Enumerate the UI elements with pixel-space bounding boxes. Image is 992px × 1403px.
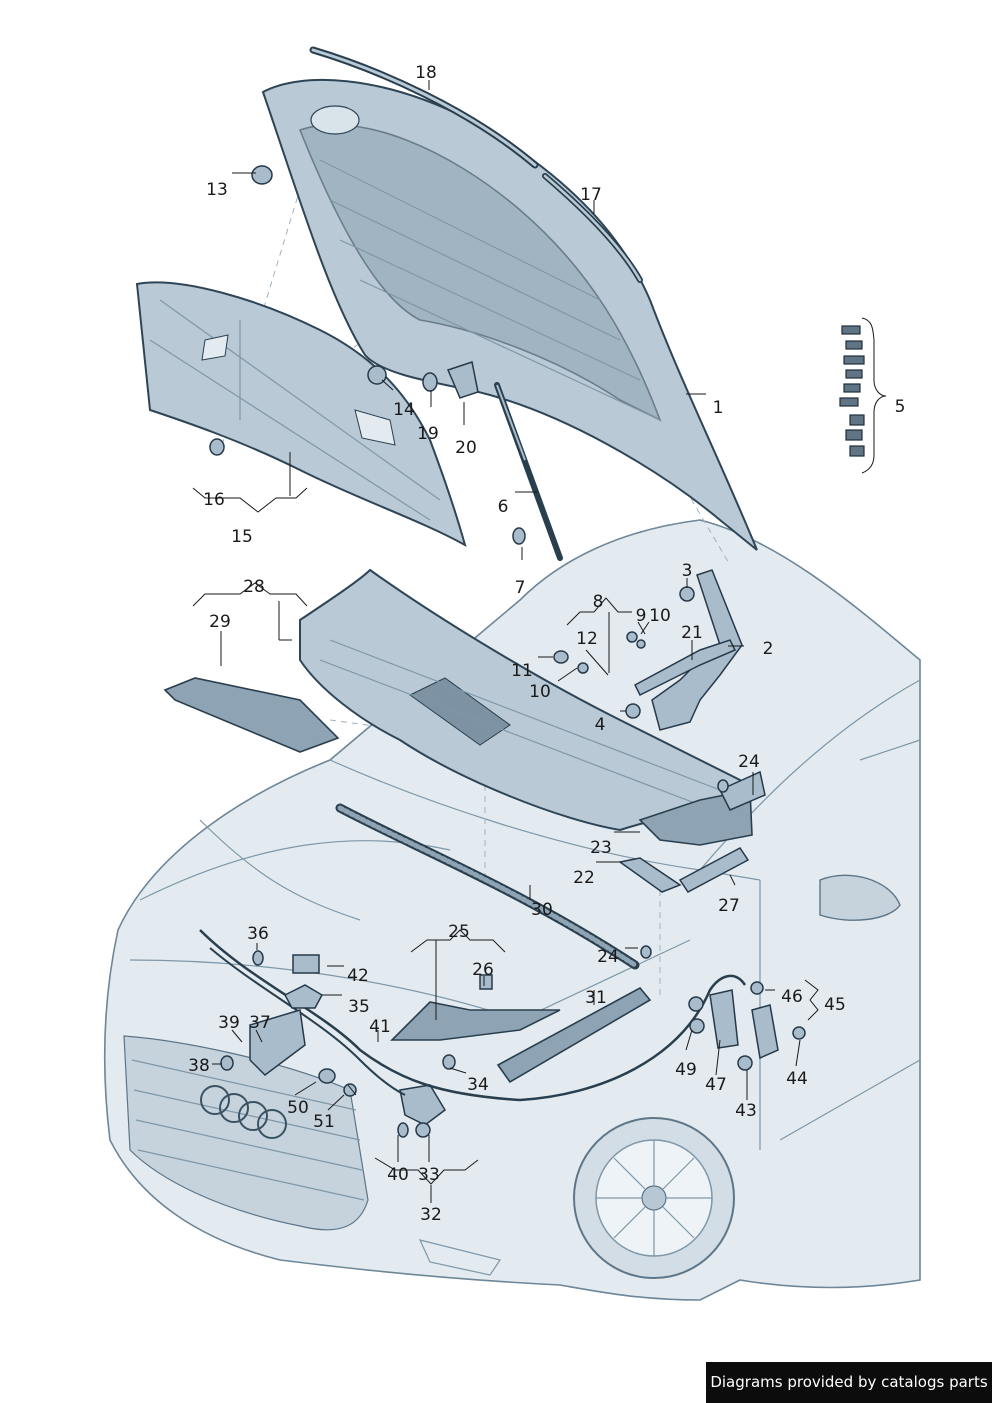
fasteners (209, 165, 865, 1138)
hinge-arm (634, 639, 737, 697)
callout-18: 18 (415, 63, 437, 83)
hood-panel (261, 78, 758, 551)
callout-33: 33 (418, 1165, 440, 1185)
gas-strut-rod (496, 384, 526, 461)
callout-29: 29 (209, 612, 231, 632)
callout-22: 22 (573, 868, 595, 888)
callout-9: 9 (636, 606, 647, 626)
callout-2: 2 (763, 639, 774, 659)
car-body (103, 519, 921, 1301)
actuator-35 (283, 984, 324, 1009)
cover-29 (163, 677, 340, 753)
callout-4: 4 (595, 715, 606, 735)
callout-38: 38 (188, 1056, 210, 1076)
callout-51: 51 (313, 1112, 335, 1132)
callout-46: 46 (781, 987, 803, 1007)
callout-30: 30 (531, 900, 553, 920)
callout-50: 50 (287, 1098, 309, 1118)
release-lever (249, 1009, 306, 1076)
callout-20: 20 (455, 438, 477, 458)
callout-25: 25 (448, 922, 470, 942)
callout-labels: 18 17 13 1 5 14 19 20 16 15 6 7 3 28 8 9… (188, 63, 905, 1225)
callout-3: 3 (682, 561, 693, 581)
bracket-45 (751, 1004, 779, 1060)
callout-28: 28 (243, 577, 265, 597)
callout-17: 17 (580, 185, 602, 205)
trim-24 (718, 770, 766, 811)
callout-16: 16 (203, 490, 225, 510)
callout-5: 5 (895, 397, 906, 417)
callout-42: 42 (347, 966, 369, 986)
credit-banner: Diagrams provided by catalogs parts (706, 1362, 992, 1403)
callout-10-upper: 10 (649, 606, 671, 626)
callout-24-lower: 24 (597, 947, 619, 967)
hood-seal-17-inner (543, 174, 642, 282)
callout-39: 39 (218, 1013, 240, 1033)
callout-37: 37 (249, 1013, 271, 1033)
callout-43: 43 (735, 1101, 757, 1121)
callout-45: 45 (824, 995, 846, 1015)
callout-6: 6 (498, 497, 509, 517)
callout-11: 11 (511, 661, 533, 681)
callout-14: 14 (393, 400, 415, 420)
latch-47 (709, 989, 739, 1049)
callout-1: 1 (713, 398, 724, 418)
leader-lines (192, 80, 887, 1203)
hood-seal-18-inner (311, 48, 537, 167)
callout-19: 19 (417, 424, 439, 444)
callout-12: 12 (576, 629, 598, 649)
cable-secondary (209, 947, 406, 1096)
trim-23 (638, 789, 753, 846)
callout-8: 8 (593, 592, 604, 612)
callout-21: 21 (681, 623, 703, 643)
callout-23: 23 (590, 838, 612, 858)
bracket-25 (390, 1001, 561, 1041)
callout-31: 31 (585, 988, 607, 1008)
callout-13: 13 (206, 180, 228, 200)
hood-insulation-mat (135, 281, 467, 548)
callout-47: 47 (705, 1075, 727, 1095)
callout-49: 49 (675, 1060, 697, 1080)
callout-15: 15 (231, 527, 253, 547)
trim-27 (678, 847, 750, 893)
callout-26: 26 (472, 960, 494, 980)
callout-7: 7 (515, 578, 526, 598)
callout-41: 41 (369, 1017, 391, 1037)
callout-36: 36 (247, 924, 269, 944)
seal-30-inner (337, 805, 638, 968)
latch-33 (399, 1084, 446, 1126)
callout-44: 44 (786, 1069, 808, 1089)
callout-40: 40 (387, 1165, 409, 1185)
callout-27: 27 (718, 896, 740, 916)
callout-24-upper: 24 (738, 752, 760, 772)
callout-32: 32 (420, 1205, 442, 1225)
callout-35: 35 (348, 997, 370, 1017)
trim-22 (618, 857, 682, 893)
callout-34: 34 (467, 1075, 489, 1095)
seal-31 (496, 986, 652, 1084)
callout-10-lower: 10 (529, 682, 551, 702)
